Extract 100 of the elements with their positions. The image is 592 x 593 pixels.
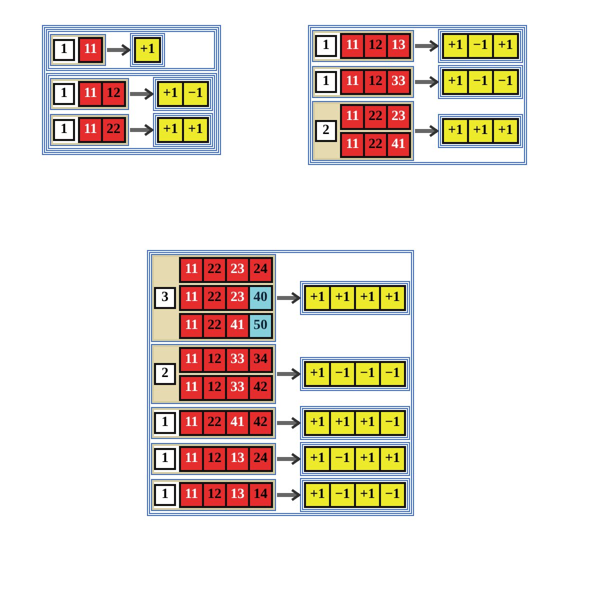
number-cell: 41: [227, 315, 248, 337]
sequence-group: [151, 407, 276, 439]
group-panel: [308, 25, 527, 165]
sign-cell: −1: [356, 363, 379, 385]
sign-cell: −1: [469, 35, 492, 57]
count-cell: 1: [154, 412, 176, 434]
sign-cell: +1: [444, 35, 467, 57]
arrow: [415, 76, 438, 88]
sign-cell: −1: [469, 71, 492, 93]
number-cell: 14: [250, 484, 271, 506]
arrow: [277, 488, 300, 502]
sign-cell: +1: [494, 35, 517, 57]
number-cell: 40: [250, 287, 271, 309]
sign-cell: +1: [331, 412, 354, 434]
count-cell: 1: [53, 119, 75, 141]
sign-group: [130, 33, 165, 67]
number-cell: 13: [227, 448, 248, 470]
arrow: [130, 88, 154, 100]
sign-cell: −1: [331, 448, 354, 470]
sign-cell: +1: [159, 119, 182, 141]
sign-cell: −1: [331, 363, 354, 385]
sequence-group: [151, 443, 276, 475]
sign-group: [300, 442, 410, 476]
count-cell: 1: [154, 448, 176, 470]
count-cell: 1: [154, 484, 176, 506]
sign-cell: +1: [381, 448, 404, 470]
cell-row: [179, 313, 273, 339]
number-cell: 12: [204, 484, 225, 506]
sign-group: [438, 29, 523, 63]
number-cell: 22: [204, 259, 225, 281]
sign-cell: +1: [136, 39, 159, 61]
sign-group: [153, 113, 213, 147]
number-cell: 42: [250, 412, 271, 434]
arrow: [130, 124, 154, 136]
group-panel: [147, 250, 414, 516]
number-cell: 13: [227, 484, 248, 506]
cell-row: [179, 257, 273, 283]
group-frame: [46, 29, 217, 71]
number-cell: 11: [181, 349, 202, 371]
cell-row: [78, 117, 126, 143]
sign-cell: +1: [184, 119, 207, 141]
number-cell: 11: [181, 412, 202, 434]
sign-cell: +1: [306, 484, 329, 506]
number-cell: 11: [80, 39, 101, 61]
number-cell: 11: [342, 35, 363, 57]
sign-group: [438, 65, 523, 99]
cell-row: [179, 410, 273, 436]
number-cell: 41: [388, 134, 409, 156]
sign-cell: +1: [469, 120, 492, 142]
number-cell: 11: [80, 119, 101, 141]
number-cell: 22: [365, 134, 386, 156]
number-cell: 12: [365, 71, 386, 93]
sign-group: [300, 478, 410, 512]
sequence-group: [312, 101, 414, 161]
cell-row: [179, 446, 273, 472]
number-cell: 33: [388, 71, 409, 93]
number-cell: 12: [103, 83, 124, 105]
sequence-group: [151, 254, 276, 342]
number-cell: 12: [365, 35, 386, 57]
sequence-group: [151, 344, 276, 404]
sign-cell: −1: [381, 484, 404, 506]
number-cell: 22: [204, 287, 225, 309]
sign-cell: +1: [306, 448, 329, 470]
count-cell: 2: [315, 120, 337, 142]
count-cell: 3: [154, 287, 176, 309]
arrow: [277, 368, 300, 380]
cell-row: [179, 482, 273, 508]
sign-cell: +1: [356, 287, 379, 309]
sign-group: [153, 77, 213, 111]
sequence-group: [50, 78, 129, 110]
number-cell: 11: [181, 315, 202, 337]
sign-cell: +1: [356, 448, 379, 470]
number-cell: 33: [227, 349, 248, 371]
number-cell: 23: [227, 287, 248, 309]
number-cell: 11: [181, 377, 202, 399]
arrow: [107, 44, 130, 56]
number-cell: 11: [342, 134, 363, 156]
sequence-group: [312, 30, 414, 62]
arrow: [415, 124, 438, 138]
count-cell: 1: [315, 71, 337, 93]
cell-row: [78, 81, 126, 107]
number-cell: 12: [204, 448, 225, 470]
number-cell: 42: [250, 377, 271, 399]
number-cell: 24: [250, 448, 271, 470]
number-cell: 22: [365, 106, 386, 128]
sign-cell: +1: [306, 363, 329, 385]
number-cell: 11: [80, 83, 101, 105]
count-cell: 1: [315, 35, 337, 57]
cell-row: [340, 69, 411, 95]
sign-cell: +1: [494, 120, 517, 142]
sign-cell: −1: [184, 83, 207, 105]
cell-row: [340, 132, 411, 158]
arrow: [415, 40, 438, 52]
count-cell: 1: [53, 39, 75, 61]
sign-group: [438, 114, 523, 148]
sign-cell: +1: [306, 287, 329, 309]
sign-cell: +1: [444, 120, 467, 142]
sign-cell: +1: [331, 287, 354, 309]
sign-cell: +1: [159, 83, 182, 105]
sign-group: [300, 281, 410, 315]
